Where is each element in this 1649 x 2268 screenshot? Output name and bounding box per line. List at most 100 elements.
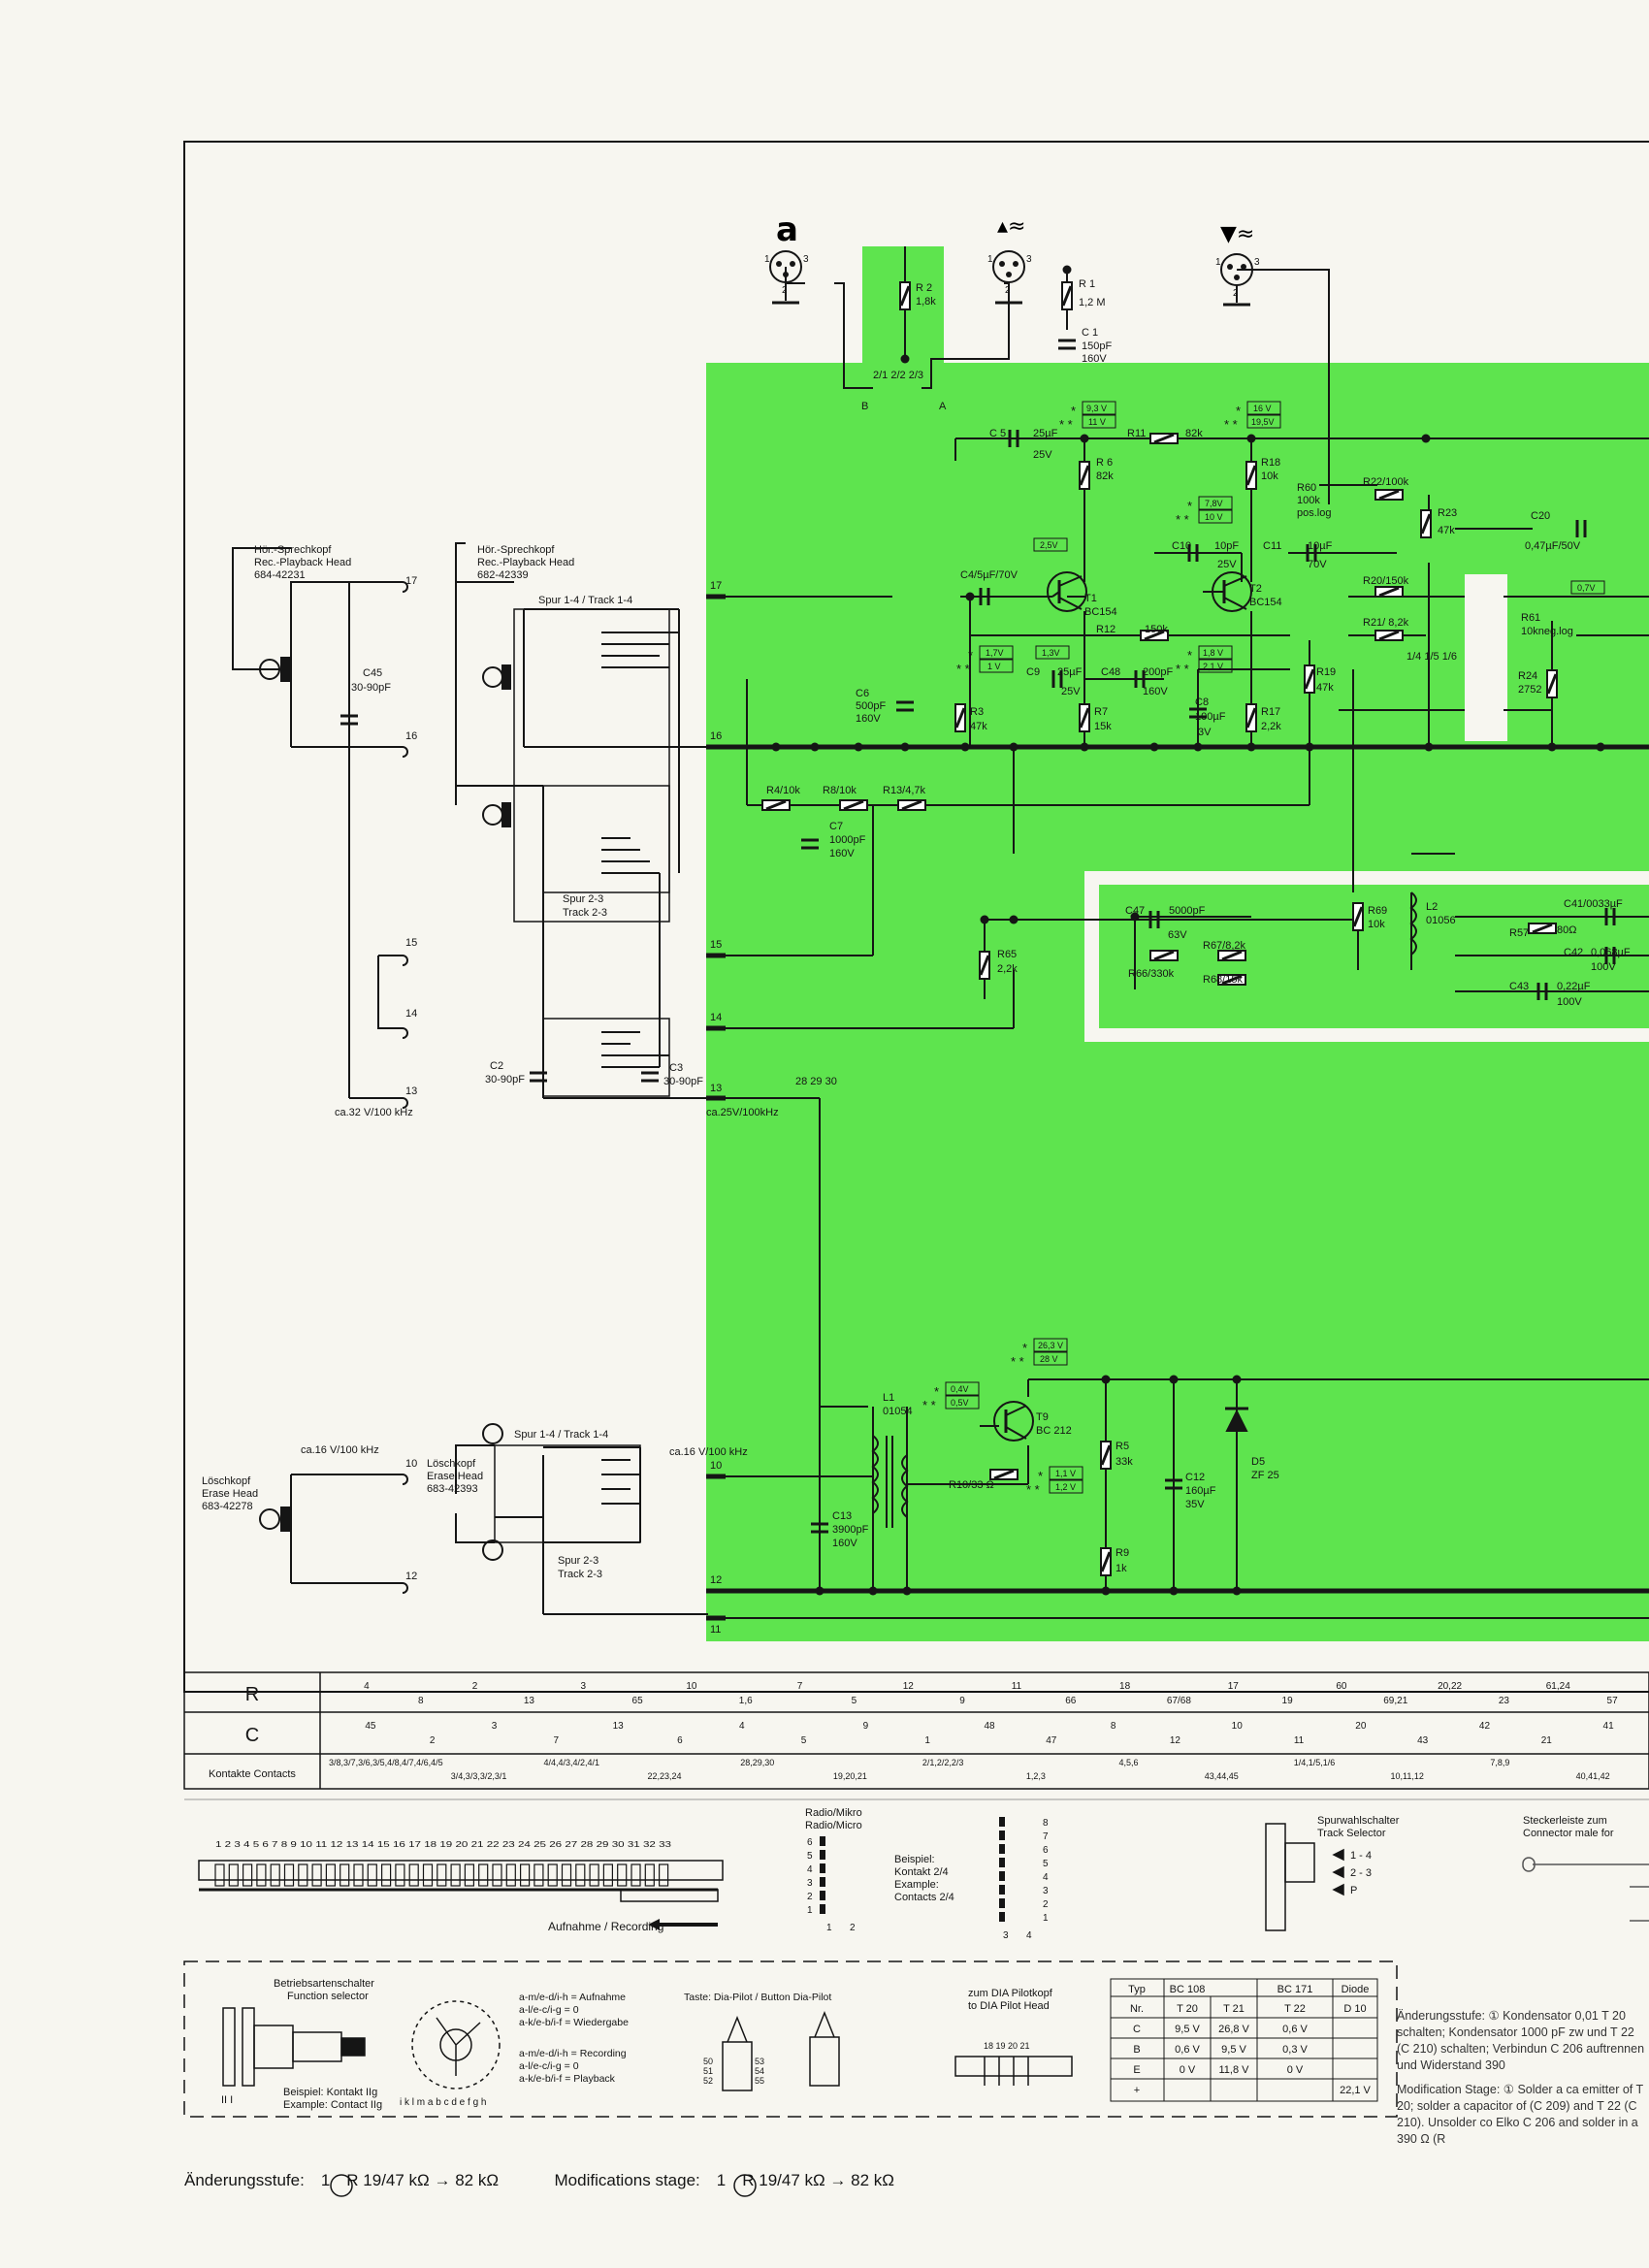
- function-selector-box: [183, 1960, 1398, 2118]
- coil-l2: [1409, 891, 1417, 956]
- ttable-cell: B: [1133, 2044, 1140, 2056]
- track-opt-23: 2 - 3: [1350, 1867, 1372, 1879]
- lookup-r-entry: 17: [1228, 1681, 1240, 1692]
- legend-left-digit: 4: [807, 1864, 813, 1875]
- svg-text:*: *: [1187, 499, 1192, 513]
- C13-volt: 160V: [832, 1538, 857, 1549]
- spur23-label: Spur 2-3: [563, 893, 603, 905]
- ttable-cell: 11,8 V: [1219, 2064, 1250, 2076]
- C7-label: C7: [829, 821, 843, 832]
- legend-left-digit: 6: [807, 1837, 813, 1848]
- radio-mikro-label: Radio/Mikro: [805, 1807, 862, 1819]
- R60-value: 100k: [1297, 495, 1320, 506]
- func-en-line-1: a-m/e-d/i-h = Recording: [519, 2048, 627, 2059]
- R9-label: R9: [1116, 1547, 1129, 1559]
- level-bias: ca.25V/100kHz: [706, 1107, 779, 1118]
- volt-26-3: 26,3 V: [1038, 1341, 1063, 1350]
- legend-col-digit: 1: [826, 1923, 832, 1933]
- playback-output-icon: ▼≈: [1220, 222, 1254, 246]
- ttable-subheader: Nr.: [1130, 2003, 1144, 2015]
- C45-label: C45: [363, 667, 382, 679]
- erase-head-2: [482, 1423, 503, 1561]
- R61-value: 10kneg.log: [1521, 626, 1573, 637]
- lookup-contact-entry: 10,11,12: [1391, 1771, 1424, 1781]
- pcb-tooth: [464, 1863, 474, 1887]
- legend-right-col-digit: 4: [1026, 1930, 1032, 1941]
- erase1-de: Löschkopf: [202, 1475, 251, 1487]
- pcb-tooth: [270, 1863, 280, 1887]
- pcb-tooth: [492, 1863, 502, 1887]
- pcb-tooth: [561, 1863, 572, 1887]
- pcb-tooth: [256, 1863, 267, 1887]
- ttable-cell: 0,6 V: [1282, 2024, 1308, 2035]
- legend-contact: [999, 1817, 1005, 1827]
- pcb-tooth: [408, 1863, 419, 1887]
- C42-value: 0,068µF: [1591, 947, 1631, 958]
- ttable-subheader: D 10: [1343, 2003, 1366, 2015]
- ttable-header: BC 171: [1277, 1984, 1313, 1995]
- R65-value: 2,2k: [997, 963, 1018, 975]
- erase1-nr: 683-42278: [202, 1501, 253, 1512]
- R4-label: R4/10k: [766, 785, 800, 796]
- pcb-tooth: [242, 1863, 253, 1887]
- playback-output-jack[interactable]: ▼≈: [1220, 222, 1254, 307]
- L1-label: L1: [883, 1392, 894, 1404]
- svg-text:3: 3: [1254, 257, 1260, 268]
- lookup-r-entry: 10: [686, 1681, 697, 1692]
- track-switch-3x: [513, 608, 670, 1097]
- pcb-tooth: [353, 1863, 364, 1887]
- lookup-c-entry: 21: [1541, 1735, 1553, 1746]
- level-erase-left: ca.16 V/100 kHz: [301, 1444, 379, 1456]
- C1-volt: 160V: [1082, 353, 1107, 365]
- footer-de-prefix: Änderungsstufe:: [184, 2171, 305, 2189]
- level-erase-right: ca.16 V/100 kHz: [669, 1446, 748, 1458]
- R5-value: 33k: [1116, 1456, 1133, 1468]
- lookup-r-entry: 66: [1065, 1696, 1077, 1706]
- legend-contact: [999, 1871, 1005, 1881]
- volt-11: 11 V: [1088, 417, 1106, 427]
- lookup-c-entry: 48: [984, 1721, 995, 1732]
- lookup-r-entry: 5: [852, 1696, 857, 1706]
- radio-dia-icon: ▴≈: [997, 214, 1025, 239]
- svg-text:11: 11: [710, 1624, 721, 1636]
- transistor-t9: [993, 1401, 1034, 1442]
- D5-label: D5: [1251, 1456, 1265, 1468]
- svg-text:12: 12: [710, 1574, 722, 1586]
- C45-value: 30-90pF: [351, 682, 391, 694]
- erase-track23-label: Track 2-3: [558, 1569, 602, 1580]
- lookup-contact-entry: 40,41,42: [1576, 1771, 1610, 1781]
- C3-value: 30-90pF: [663, 1076, 703, 1087]
- D5-type: ZF 25: [1251, 1470, 1279, 1481]
- R65-label: R65: [997, 949, 1017, 960]
- modification-de: Änderungsstufe: ① Kondensator 0,01 T 20 …: [1397, 2009, 1645, 2072]
- pcb-tooth: [311, 1863, 322, 1887]
- R69-label: R69: [1368, 905, 1387, 917]
- head2-de: Hör.-Sprechkopf: [477, 544, 555, 556]
- lookup-r-entry: 20,22: [1438, 1681, 1462, 1692]
- volt-0-4: 0,4V: [951, 1384, 969, 1394]
- R18-label: R18: [1261, 457, 1280, 469]
- radio-dia-jack[interactable]: ▴≈: [992, 214, 1025, 305]
- R19-value: 47k: [1316, 682, 1334, 694]
- C48-volt: 160V: [1143, 686, 1168, 697]
- C10-label: C10: [1172, 540, 1191, 552]
- connector-label: Connector male for: [1523, 1828, 1614, 1839]
- pcb-teeth: [214, 1863, 669, 1887]
- pcb-numbers: 1 2 3 4 5 6 7 8 9 10 11 12 13 14 15 16 1…: [215, 1839, 671, 1849]
- svg-text:*: *: [1038, 1469, 1043, 1483]
- microphone-jack[interactable]: a: [769, 211, 802, 305]
- lookup-c-entry: 7: [554, 1735, 560, 1746]
- lookup-r-entry: 69,21: [1383, 1696, 1407, 1706]
- svg-text:12: 12: [405, 1571, 417, 1582]
- ttable-cell: 26,8 V: [1218, 2024, 1249, 2035]
- track23-label: Track 2-3: [563, 907, 607, 919]
- R68-label: R68/15k: [1203, 974, 1243, 986]
- lookup-contact-entry: 2/1,2/2,2/3: [922, 1758, 964, 1767]
- volt-1: 1 V: [987, 662, 1001, 671]
- pcb-tooth: [422, 1863, 434, 1887]
- C1-label: C 1: [1082, 327, 1098, 339]
- legend-right-digit: 3: [1043, 1886, 1049, 1896]
- svg-text:*: *: [934, 1384, 939, 1399]
